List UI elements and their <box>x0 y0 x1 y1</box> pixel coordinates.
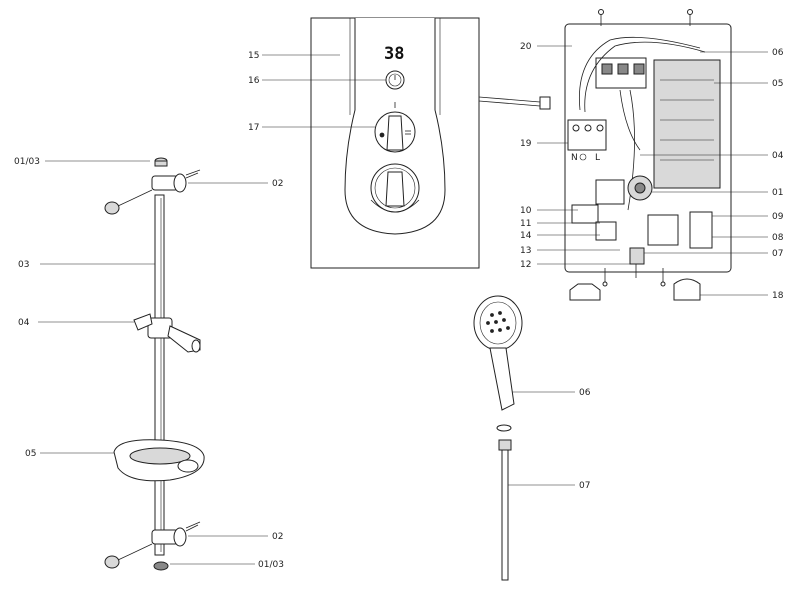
shower-handset-handle <box>489 347 515 411</box>
ribbon-cable-connector <box>539 96 551 110</box>
label-hand-07: 07 <box>579 481 590 491</box>
label-unit-08: 08 <box>772 233 784 243</box>
label-unit-04: 04 <box>772 151 784 161</box>
cable-clamp-right <box>673 278 701 301</box>
label-kit-04: 04 <box>18 318 30 328</box>
riser-rail-kit <box>104 157 205 571</box>
label-kit-02-bottom: 02 <box>272 532 283 542</box>
label-unit-12: 12 <box>520 260 531 270</box>
solenoid-valve <box>595 179 625 205</box>
label-hand-06: 06 <box>579 388 591 398</box>
label-unit-18: 18 <box>772 291 784 301</box>
end-cap-top-body <box>154 160 168 167</box>
riser-rail <box>154 194 165 556</box>
terminal-label-l: L <box>595 153 600 163</box>
shower-hose <box>501 449 509 581</box>
front-cover: 38 <box>310 17 551 269</box>
label-kit-05: 05 <box>25 449 36 459</box>
label-unit-15: 15 <box>248 51 259 61</box>
ribbon-cable <box>478 96 541 103</box>
part-labels: 01/03 02 03 04 05 02 01/03 15 16 17 20 1… <box>14 42 784 570</box>
handset-and-hose <box>473 295 523 581</box>
label-kit-01-03-bottom: 01/03 <box>258 560 284 570</box>
label-unit-13: 13 <box>520 246 531 256</box>
hose-washer <box>496 424 512 432</box>
label-unit-11: 11 <box>520 219 531 229</box>
top-wall-bracket <box>104 169 201 215</box>
label-unit-01: 01 <box>772 188 783 198</box>
label-unit-14: 14 <box>520 231 532 241</box>
label-unit-09: 09 <box>772 212 784 222</box>
bottom-wall-bracket <box>104 521 201 569</box>
label-unit-19: 19 <box>520 139 532 149</box>
heater-tank <box>653 59 721 189</box>
thermal-cutout <box>689 211 713 249</box>
terminal-block <box>567 119 607 151</box>
earth-icon <box>579 153 587 161</box>
label-unit-17: 17 <box>248 123 259 133</box>
shower-handset-head <box>473 295 523 351</box>
label-unit-05: 05 <box>772 79 783 89</box>
label-unit-06: 06 <box>772 48 784 58</box>
cable-clamp-left <box>569 283 601 301</box>
soap-dish <box>113 439 205 482</box>
backplate-assembly: N L <box>564 9 732 287</box>
shower-head-holder <box>133 313 201 353</box>
label-unit-10: 10 <box>520 206 532 216</box>
pressure-relief-device <box>571 204 599 224</box>
hose-nut <box>498 439 512 451</box>
label-kit-02-top: 02 <box>272 179 283 189</box>
label-unit-16: 16 <box>248 76 260 86</box>
flow-sensor <box>647 214 679 246</box>
end-cap-bottom <box>153 561 169 571</box>
spray-plate <box>486 311 510 333</box>
label-unit-07: 07 <box>772 249 783 259</box>
leader-lines <box>38 45 768 565</box>
water-inlet <box>629 247 645 265</box>
temperature-display: 38 <box>384 44 404 64</box>
snowflake-icon <box>379 132 385 138</box>
label-kit-01-03-top: 01/03 <box>14 157 40 167</box>
label-kit-03: 03 <box>18 260 29 270</box>
label-unit-20: 20 <box>520 42 532 52</box>
terminal-label-n: N <box>571 153 578 163</box>
